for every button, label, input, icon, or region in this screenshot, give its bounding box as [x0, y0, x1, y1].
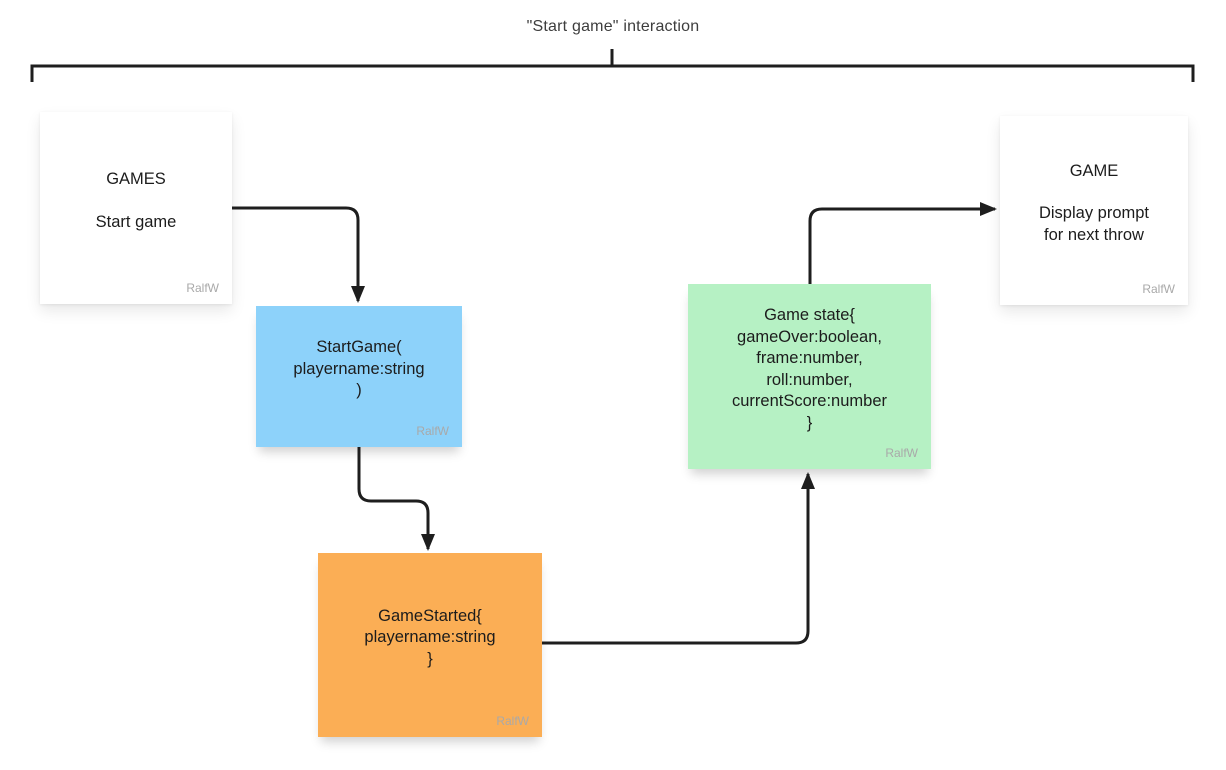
sticky-note-startgame-command[interactable]: StartGame( playername:string ) RalfW — [256, 306, 462, 447]
connector-gamestate-to-game[interactable] — [808, 202, 997, 284]
note-text-line: Display prompt — [1038, 204, 1150, 223]
note-text-line: currentScore:number — [732, 392, 887, 410]
sticky-note-game-state[interactable]: Game state{ gameOver:boolean, frame:numb… — [688, 284, 931, 469]
note-text-line: StartGame( — [316, 338, 402, 357]
connector-gamestarted-to-gamestate[interactable] — [542, 472, 815, 645]
note-text-line: } — [427, 649, 433, 668]
note-text-line: ) — [356, 381, 362, 400]
note-text-line: Start game — [95, 212, 177, 231]
note-text-line: playername:string — [364, 628, 496, 647]
connector-startgame-to-gamestarted[interactable] — [357, 447, 435, 551]
sticky-note-gamestarted-event[interactable]: GameStarted{ playername:string } RalfW — [318, 553, 542, 737]
note-text-line: frame:number, — [756, 349, 863, 367]
note-author: RalfW — [416, 424, 449, 438]
sticky-note-game[interactable]: GAME Display prompt for next throw RalfW — [1000, 116, 1188, 305]
sticky-note-games[interactable]: GAMES Start game RalfW — [40, 112, 232, 304]
grouping-bracket — [30, 64, 1195, 82]
note-text-line: GAME — [1069, 161, 1119, 180]
note-text-line: GameStarted{ — [378, 606, 482, 625]
connector-games-to-startgame[interactable] — [232, 206, 365, 303]
note-text-line: gameOver:boolean, — [737, 327, 882, 346]
note-text-line: Game state{ — [764, 306, 855, 324]
note-author: RalfW — [885, 446, 918, 460]
note-author: RalfW — [496, 714, 529, 728]
note-text-line: playername:string — [293, 359, 425, 378]
note-text-line: } — [806, 413, 813, 432]
note-text-line: roll:number, — [766, 370, 853, 389]
note-text-line: for next throw — [1044, 225, 1144, 244]
note-text-line: GAMES — [106, 170, 166, 188]
note-author: RalfW — [1142, 282, 1175, 296]
note-author: RalfW — [186, 281, 219, 295]
diagram-title: "Start game" interaction — [526, 18, 700, 35]
